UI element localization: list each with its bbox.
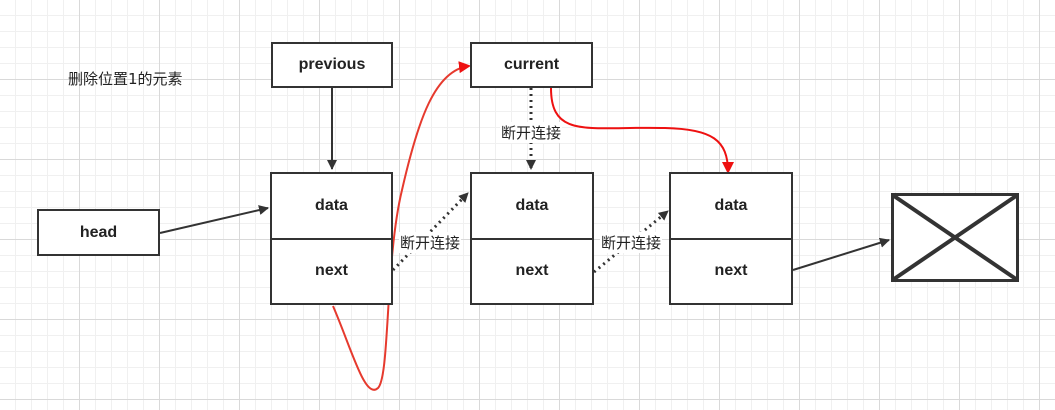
previous-label: previous — [298, 56, 366, 73]
current-label: current — [503, 56, 560, 73]
node2-next-dotted-arrow — [593, 209, 669, 274]
current-box: current — [470, 42, 593, 88]
break-label-node1: 断开连接 — [399, 232, 462, 253]
node2-next-cell: next — [472, 237, 592, 304]
list-node-2: data next — [470, 172, 594, 305]
list-node-3: data next — [669, 172, 793, 305]
node3-next-arrow — [792, 237, 890, 271]
node3-data-cell: data — [714, 196, 748, 214]
list-node-1: data next — [270, 172, 393, 305]
break-label-node2: 断开连接 — [600, 232, 663, 253]
node3-next-cell: next — [671, 237, 791, 304]
current-to-node3-red-arrow — [550, 87, 734, 174]
break-label-current: 断开连接 — [500, 122, 563, 143]
diagram-title: 删除位置1的元素 — [68, 70, 183, 88]
node2-data-cell: data — [515, 196, 549, 214]
head-to-node1-arrow — [159, 205, 269, 234]
node1-next-cell: next — [272, 237, 391, 304]
head-label: head — [79, 223, 118, 241]
null-x-box-icon — [891, 193, 1019, 282]
node1-data-cell: data — [315, 196, 348, 214]
previous-box: previous — [271, 42, 393, 88]
head-box: head — [37, 209, 160, 256]
